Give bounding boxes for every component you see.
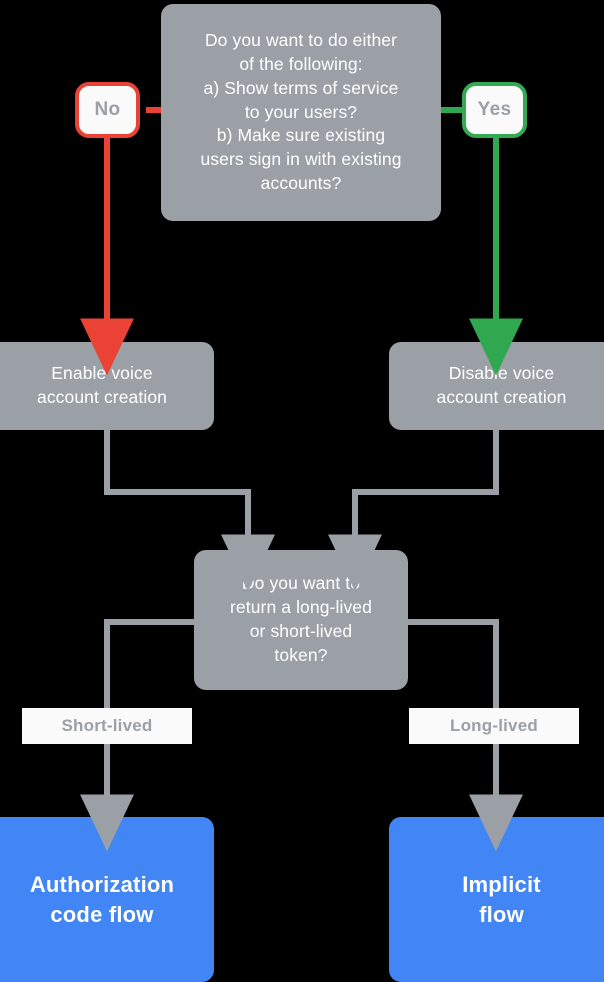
node-enable-voice-account-creation[interactable]: Enable voice account creation [0,342,214,430]
edge-label-long-lived[interactable]: Long-lived [409,708,579,744]
node-question-account-linking[interactable]: Do you want to do either of the followin… [161,4,441,221]
connector-enable-to-token-question [104,430,275,592]
node-question-token-lifetime[interactable]: Do you want to return a long-lived or sh… [194,550,408,690]
node-authorization-code-flow[interactable]: Authorization code flow [0,817,214,982]
connector-disable-to-token-question [328,430,499,592]
edge-label-no[interactable]: No [75,82,140,138]
edge-label-yes[interactable]: Yes [462,82,527,138]
node-disable-voice-account-creation[interactable]: Disable voice account creation [389,342,604,430]
node-implicit-flow[interactable]: Implicit flow [389,817,604,982]
edge-label-short-lived[interactable]: Short-lived [22,708,192,744]
